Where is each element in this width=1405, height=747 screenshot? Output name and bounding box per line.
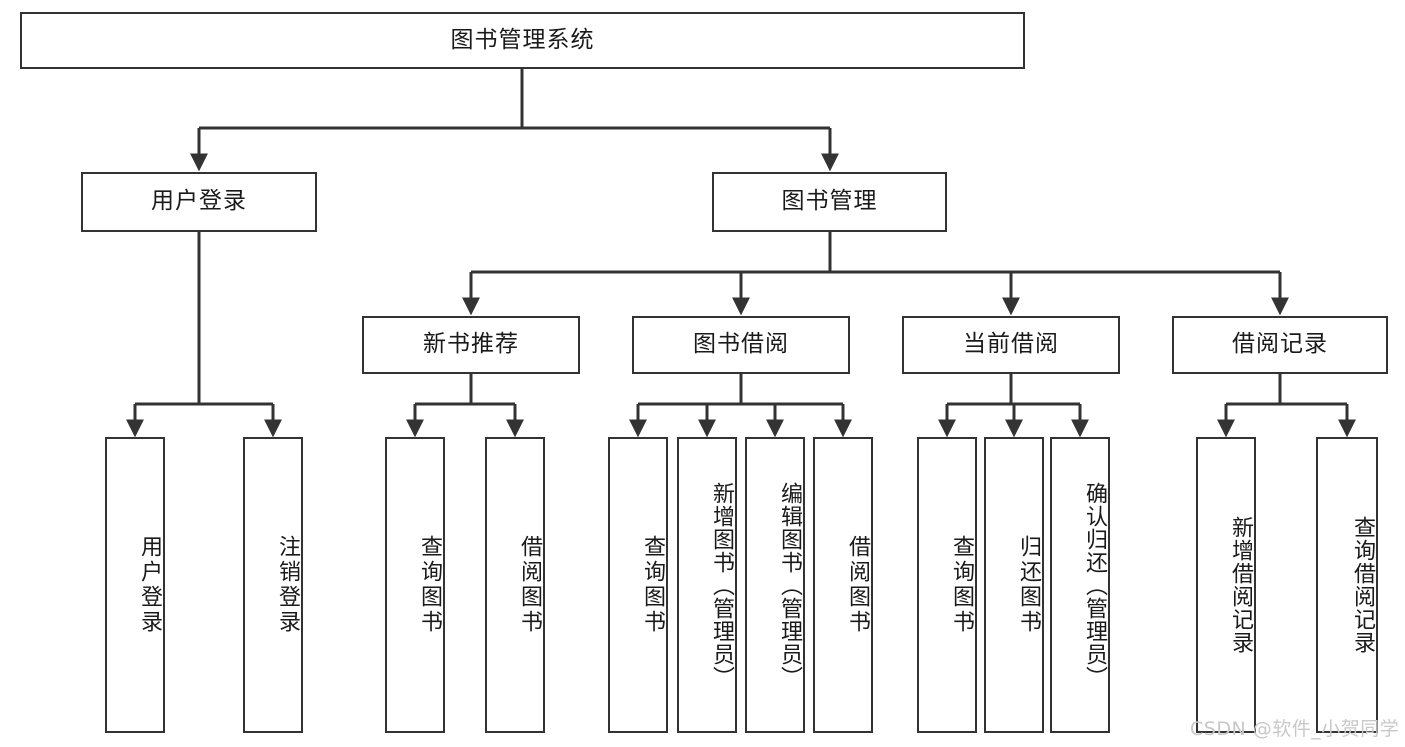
node-leaf-6[interactable]: 编辑图书（管理员） [745, 437, 805, 733]
node-leaf-9[interactable]: 归还图书 [984, 437, 1044, 733]
node-level3-0[interactable]: 新书推荐 [362, 316, 580, 374]
node-leaf-0[interactable]: 用户登录 [105, 437, 165, 733]
node-leaf-1[interactable]: 注销登录 [243, 437, 303, 733]
node-level2-1[interactable]: 图书管理 [712, 172, 947, 232]
node-leaf-5[interactable]: 新增图书（管理员） [677, 437, 737, 733]
node-leaf-3[interactable]: 借阅图书 [485, 437, 545, 733]
node-level2-0[interactable]: 用户登录 [81, 172, 317, 232]
node-leaf-2[interactable]: 查询图书 [385, 437, 445, 733]
csdn-watermark: CSDN @软件_小贺同学 [1190, 718, 1400, 740]
node-level3-3[interactable]: 借阅记录 [1172, 316, 1388, 374]
node-leaf-4[interactable]: 查询图书 [608, 437, 668, 733]
node-root[interactable]: 图书管理系统 [20, 12, 1025, 69]
node-leaf-7[interactable]: 借阅图书 [813, 437, 873, 733]
node-leaf-12[interactable]: 查询借阅记录 [1316, 437, 1378, 733]
node-leaf-10[interactable]: 确认归还（管理员） [1050, 437, 1110, 733]
node-level3-1[interactable]: 图书借阅 [632, 316, 850, 374]
node-leaf-11[interactable]: 新增借阅记录 [1196, 437, 1256, 733]
node-level3-2[interactable]: 当前借阅 [902, 316, 1120, 374]
node-leaf-8[interactable]: 查询图书 [917, 437, 977, 733]
